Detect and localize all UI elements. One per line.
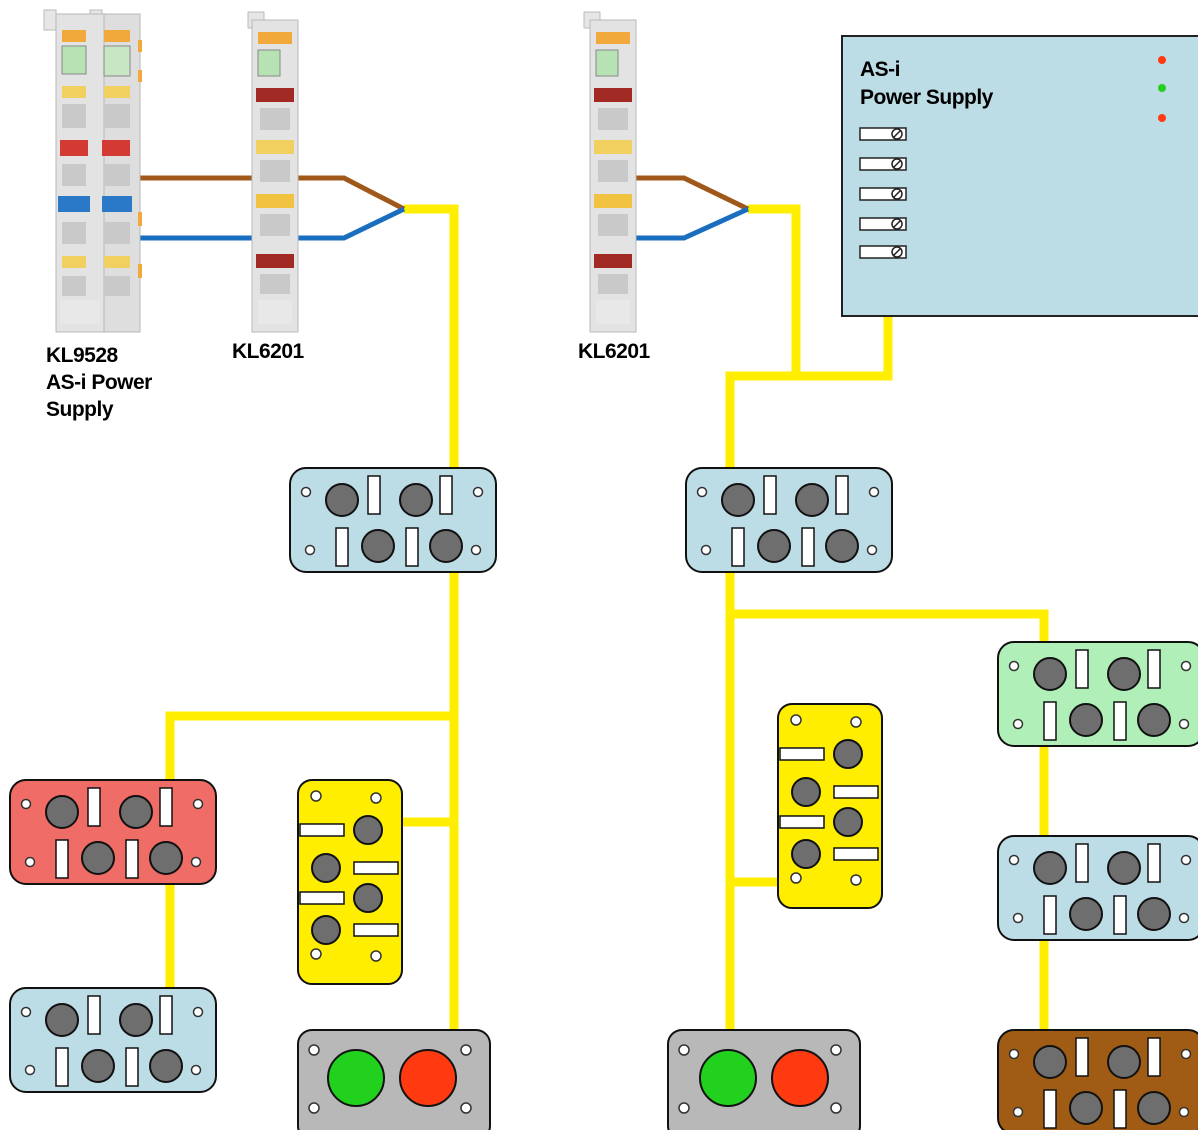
kl6201-left-terminal [247,11,299,333]
power-supply-title-line1: AS-i [860,58,900,81]
module-right-middle [997,835,1198,941]
power-supply-led-red-2-icon [1158,114,1166,122]
wire-blue-kl6201-right [620,206,750,241]
power-supply-title: AS-i Power Supply [860,56,993,112]
wire-brown-kl6201-right [620,175,750,212]
bus-left-trunk [404,204,459,1040]
power-supply-led-green-icon [1158,84,1166,92]
module-left-top [289,467,497,573]
module-yellow-right [777,703,883,909]
wire-brown-kl6201-left [282,175,406,212]
stop-button-red-icon [399,1049,457,1107]
module-brown [997,1029,1198,1130]
kl9528-label-line2: AS-i Power [46,371,152,394]
kl9528-terminal [43,9,142,333]
start-button-green-icon [327,1049,385,1107]
pushbutton-station-left [297,1029,491,1130]
kl6201-right-terminal [583,11,637,333]
power-supply-title-line2: Power Supply [860,86,993,109]
module-left-bottom [9,987,217,1093]
wire-blue-kl6201-left [282,206,406,241]
bus-right-kl6201-drop [748,204,801,376]
power-supply-terminals [859,127,907,259]
kl9528-label-line1: KL9528 [46,344,118,367]
kl9528-label: KL9528 AS-i Power Supply [46,342,152,423]
module-yellow-left [297,779,403,985]
bus-right-trunk [725,316,893,1040]
wires-left [124,175,406,241]
power-supply-led-red-icon [1158,56,1166,64]
module-green [997,641,1198,747]
pushbutton-station-right [667,1029,861,1130]
start-button-green-2-icon [699,1049,757,1107]
kl9528-label-line3: Supply [46,398,114,421]
as-i-power-supply-box [841,35,1198,317]
kl6201-left-label: KL6201 [232,340,304,363]
wires-right [620,175,750,241]
module-red [9,779,217,885]
bus-left-branch [165,711,454,990]
module-right-top [685,467,893,573]
stop-button-red-2-icon [771,1049,829,1107]
kl6201-right-label: KL6201 [578,340,650,363]
